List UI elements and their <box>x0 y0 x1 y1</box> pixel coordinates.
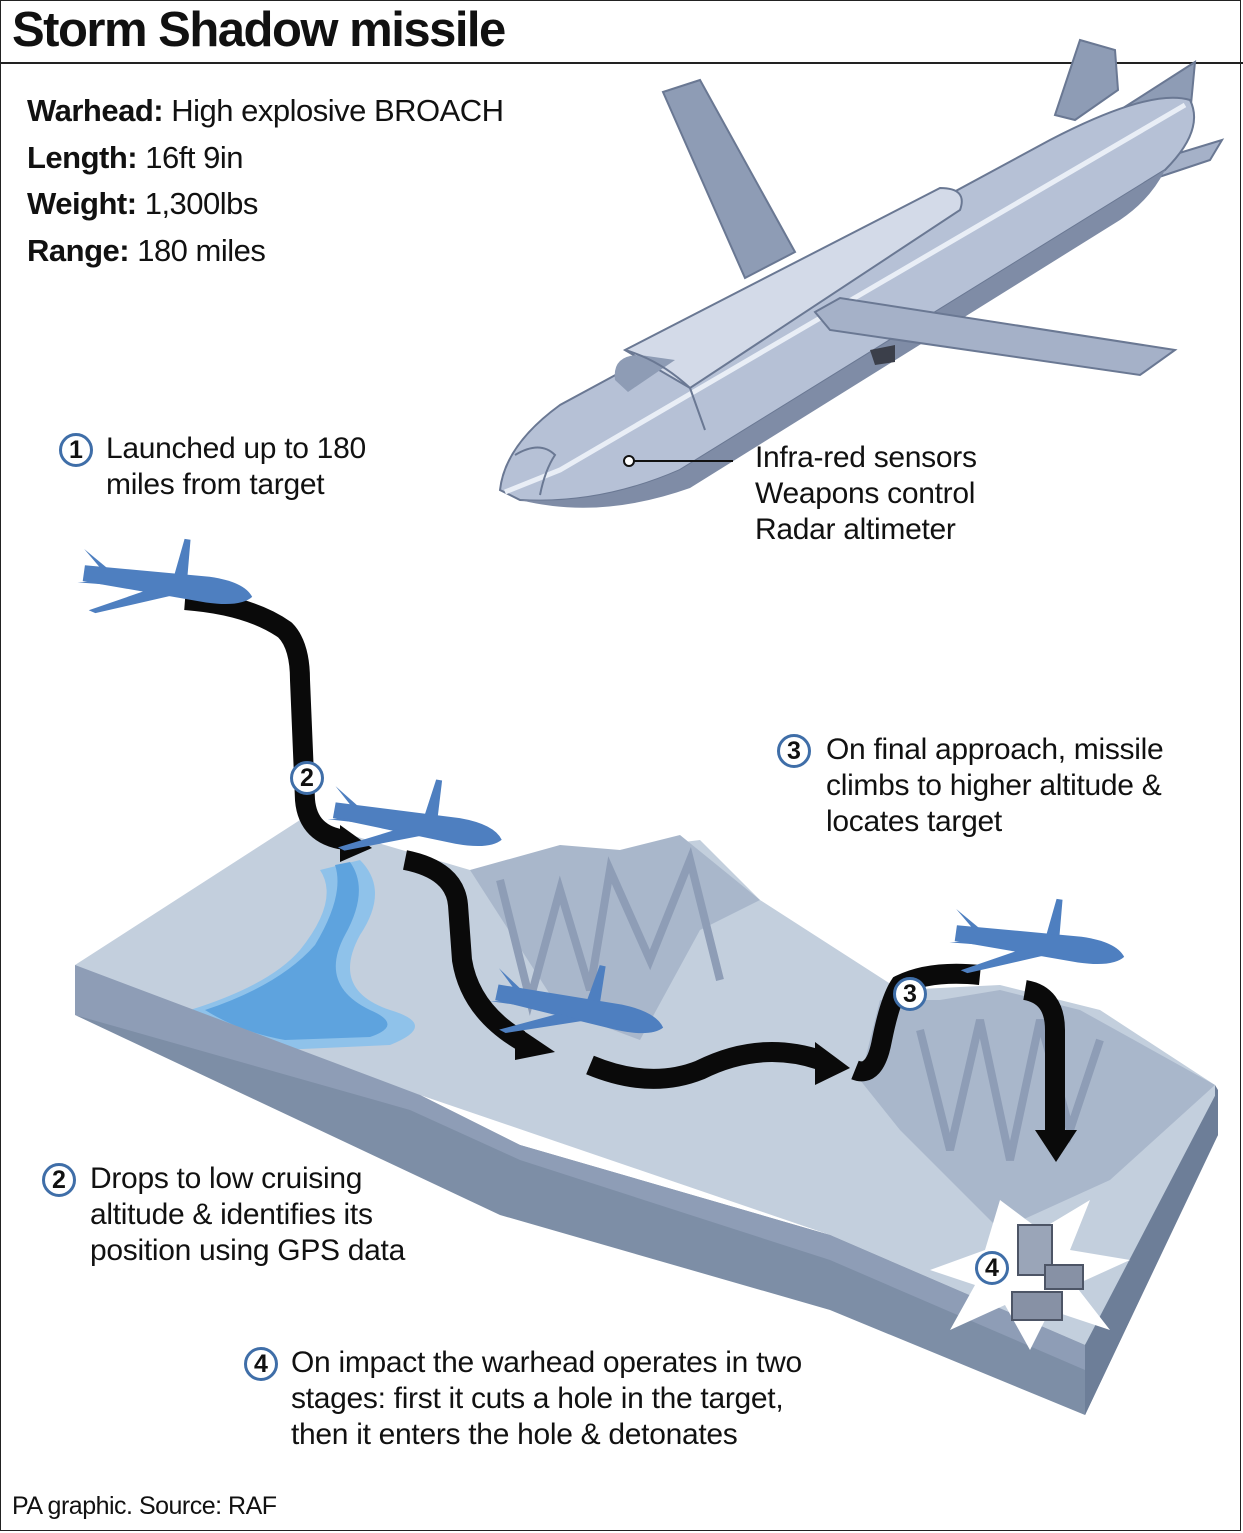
step-3-text: On final approach, missile climbs to hig… <box>826 733 1164 838</box>
sensor-point <box>623 455 635 467</box>
step-3-path-badge: 3 <box>893 977 927 1011</box>
title-divider <box>0 62 1243 64</box>
storm-shadow-missile-illustration <box>498 38 1225 508</box>
impact-burst <box>930 1200 1130 1350</box>
step-1-badge: 1 <box>59 433 93 467</box>
step-2-text: Drops to low cruising altitude & identif… <box>90 1162 405 1267</box>
step-1-text: Launched up to 180 miles from target <box>106 432 366 501</box>
spec-weight: Weight: 1,300lbs <box>27 186 258 221</box>
step-2-badge: 2 <box>42 1163 76 1197</box>
step-4-text: On impact the warhead operates in two st… <box>291 1346 802 1451</box>
spec-warhead: Warhead: High explosive BROACH <box>27 93 504 128</box>
flight-path <box>184 590 1065 1140</box>
missile-tail-fin <box>1053 38 1120 122</box>
step-2-path-badge: 2 <box>290 761 324 795</box>
spec-range: Range: 180 miles <box>27 233 266 268</box>
step-3-badge: 3 <box>777 734 811 768</box>
step-4-badge: 4 <box>244 1347 278 1381</box>
missile-upper-wing <box>661 78 797 280</box>
source-credit: PA graphic. Source: RAF <box>12 1492 277 1520</box>
page-title: Storm Shadow missile <box>12 3 506 57</box>
missile-lower-wing <box>813 296 1178 377</box>
spec-length: Length: 16ft 9in <box>27 140 243 175</box>
step-4-path-badge: 4 <box>975 1251 1009 1285</box>
sensor-callout: Infra-red sensors Weapons control Radar … <box>755 441 977 546</box>
